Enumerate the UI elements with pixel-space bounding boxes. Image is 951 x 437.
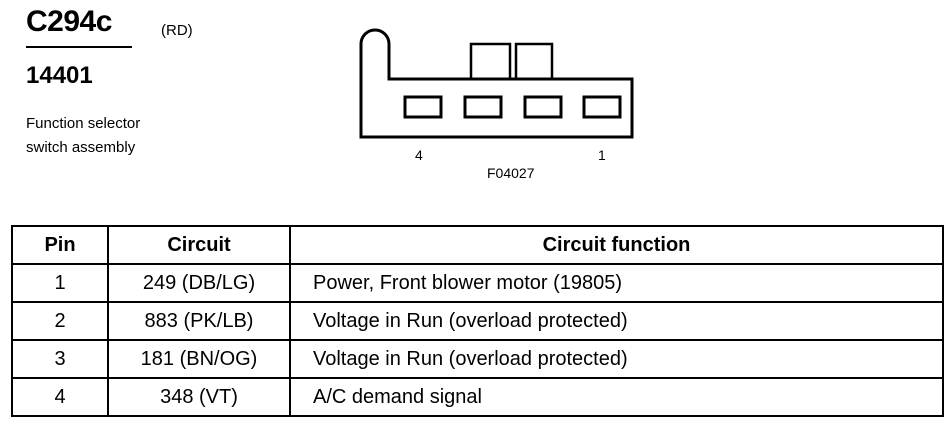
cell-circuit: 249 (DB/LG): [107, 263, 291, 303]
locking-tab-right: [514, 42, 554, 81]
title-underline: [26, 46, 132, 48]
component-description-line1: Function selector: [26, 115, 141, 132]
component-description-line2: switch assembly: [26, 139, 136, 156]
cell-circuit: 883 (PK/LB): [107, 301, 291, 341]
cell-function: A/C demand signal: [289, 377, 944, 417]
cell-pin: 1: [11, 263, 109, 303]
cell-pin: 3: [11, 339, 109, 379]
pin-cavity-3: [463, 95, 503, 119]
pin-cavity-4: [403, 95, 443, 119]
locking-tab-left: [469, 42, 512, 81]
cell-circuit: 181 (BN/OG): [107, 339, 291, 379]
header-circuit: Circuit: [107, 225, 291, 265]
pin-cavity-2: [523, 95, 563, 119]
cell-pin: 4: [11, 377, 109, 417]
cell-function: Voltage in Run (overload protected): [289, 301, 944, 341]
header-pin: Pin: [11, 225, 109, 265]
pin-cavity-1: [582, 95, 622, 119]
table-row: 1 249 (DB/LG) Power, Front blower motor …: [11, 263, 944, 303]
connector-id: C294c: [26, 5, 112, 38]
figure-code: F04027: [487, 165, 535, 181]
pinout-table: Pin Circuit Circuit function 1 249 (DB/L…: [11, 225, 944, 417]
table-header-row: Pin Circuit Circuit function: [11, 225, 944, 265]
cell-function: Voltage in Run (overload protected): [289, 339, 944, 379]
cell-function: Power, Front blower motor (19805): [289, 263, 944, 303]
table-row: 3 181 (BN/OG) Voltage in Run (overload p…: [11, 339, 944, 379]
part-number: 14401: [26, 62, 93, 89]
cell-circuit: 348 (VT): [107, 377, 291, 417]
table-row: 2 883 (PK/LB) Voltage in Run (overload p…: [11, 301, 944, 341]
pin-number-label-right: 1: [598, 147, 606, 163]
table-row: 4 348 (VT) A/C demand signal: [11, 377, 944, 417]
header-circuit-function: Circuit function: [289, 225, 944, 265]
connector-body-outline: [359, 28, 634, 139]
connector-color-code: (RD): [161, 22, 193, 39]
pin-number-label-left: 4: [415, 147, 423, 163]
connector-face-diagram: [359, 28, 634, 139]
cell-pin: 2: [11, 301, 109, 341]
